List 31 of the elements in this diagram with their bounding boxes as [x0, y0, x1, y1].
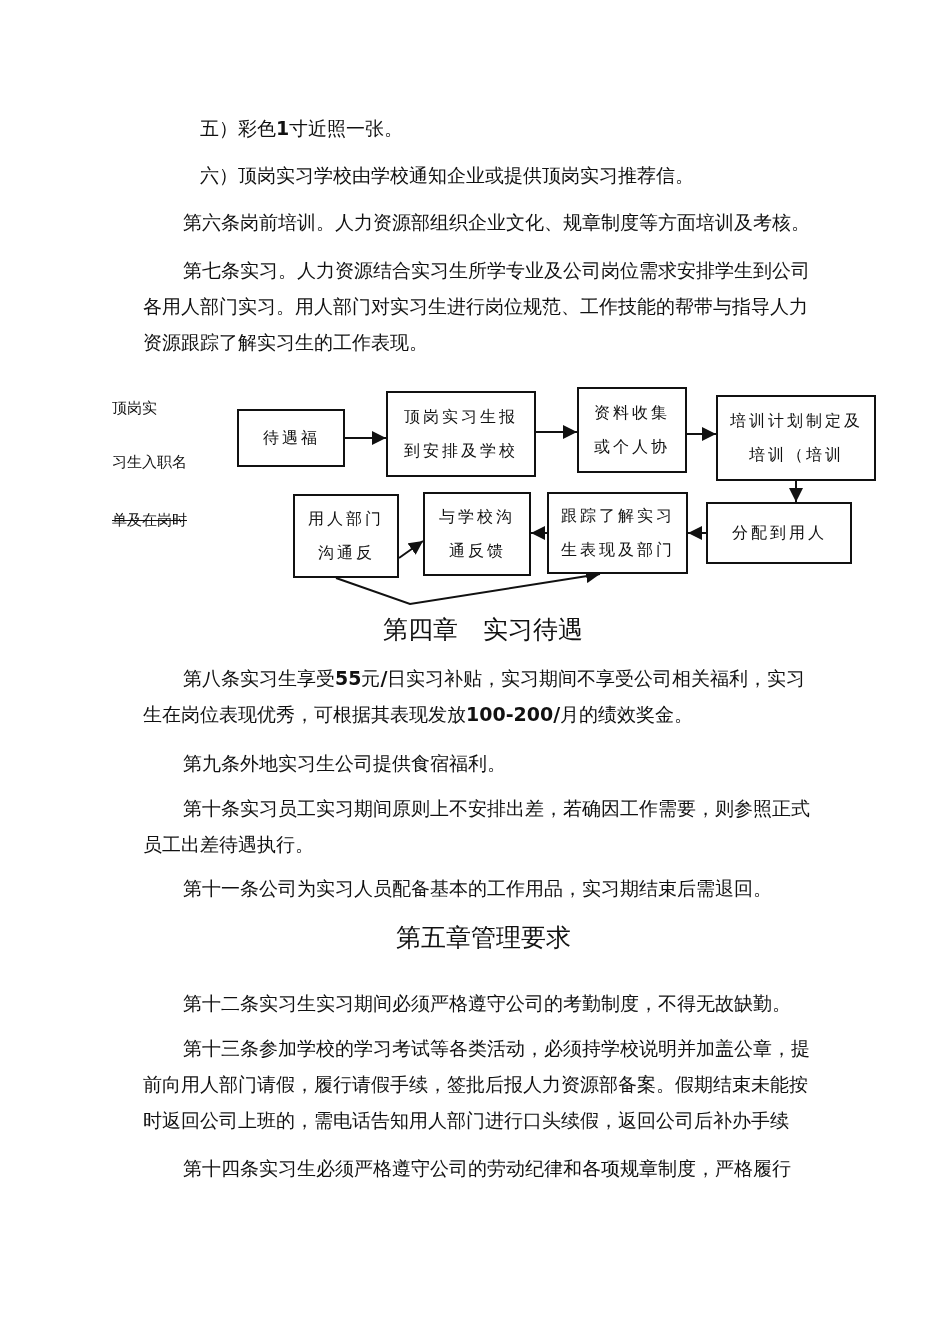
arrow: [398, 540, 424, 559]
arrow: [535, 425, 578, 439]
paragraph: 第六条岗前培训。人力资源部组织企业文化、规章制度等方面培训及考核。: [183, 210, 811, 235]
process-box: 资料收集或个人协: [577, 387, 687, 473]
side-label: 习生入职名: [112, 452, 187, 472]
chapter-heading: 第四章 实习待遇: [382, 614, 584, 646]
process-box: 分配到用人: [706, 502, 852, 564]
process-box: 待遇福: [237, 409, 345, 467]
process-box: 用人部门沟通反: [293, 494, 399, 578]
process-box: 跟踪了解实习生表现及部门: [547, 492, 688, 574]
paragraph: 第七条实习。人力资源结合实习生所学专业及公司岗位需求安排学生到公司各用人部门实习。用人部门对实习生进行岗位规范、工作技能的帮带与指导人力资源跟踪了解实习生的工作表现。: [143, 258, 811, 355]
arrow: [344, 431, 387, 445]
side-label: 顶岗实: [112, 398, 157, 418]
side-label: 单及在岗时: [112, 510, 187, 530]
paragraph: 第十四条实习生必须严格遵守公司的劳动纪律和各项规章制度，严格履行: [182, 1156, 792, 1181]
paragraph: 五）彩色1寸近照一张。: [200, 116, 405, 141]
process-box: 培训计划制定及培训（培训: [716, 395, 876, 481]
paragraph: 第十条实习员工实习期间原则上不安排出差，若确因工作需要，则参照正式员工出差待遇执行。: [143, 796, 811, 857]
paragraph: 第八条实习生享受55元/日实习补贴，实习期间不享受公司相关福利，实习生在岗位表现优秀，可根据其表现发放100-200/月的绩效奖金。: [143, 666, 807, 727]
paragraph: 六）顶岗实习学校由学校通知企业或提供顶岗实习推荐信。: [200, 163, 695, 188]
paragraph: 第十二条实习生实习期间必须严格遵守公司的考勤制度，不得无故缺勤。: [182, 991, 792, 1016]
paragraph: 第十三条参加学校的学习考试等各类活动，必须持学校说明并加盖公章，提前向用人部门请假，履行请假手续，签批后报人力资源部备案。假期结束未能按时返回公司上班的，需电话告知用人部门进行口头续假，返回公司后补办手续: [143, 1036, 811, 1133]
paragraph: 第九条外地实习生公司提供食宿福利。: [182, 751, 507, 776]
arrow: [530, 526, 548, 540]
arrow: [687, 526, 707, 540]
paragraph: 第十一条公司为实习人员配备基本的工作用品，实习期结束后需退回。: [182, 876, 773, 901]
arrow: [686, 427, 717, 441]
process-box: 与学校沟通反馈: [423, 492, 531, 576]
chapter-heading: 第五章管理要求: [394, 922, 572, 954]
arrow: [789, 480, 803, 503]
process-box: 顶岗实习生报到安排及学校: [386, 391, 536, 477]
